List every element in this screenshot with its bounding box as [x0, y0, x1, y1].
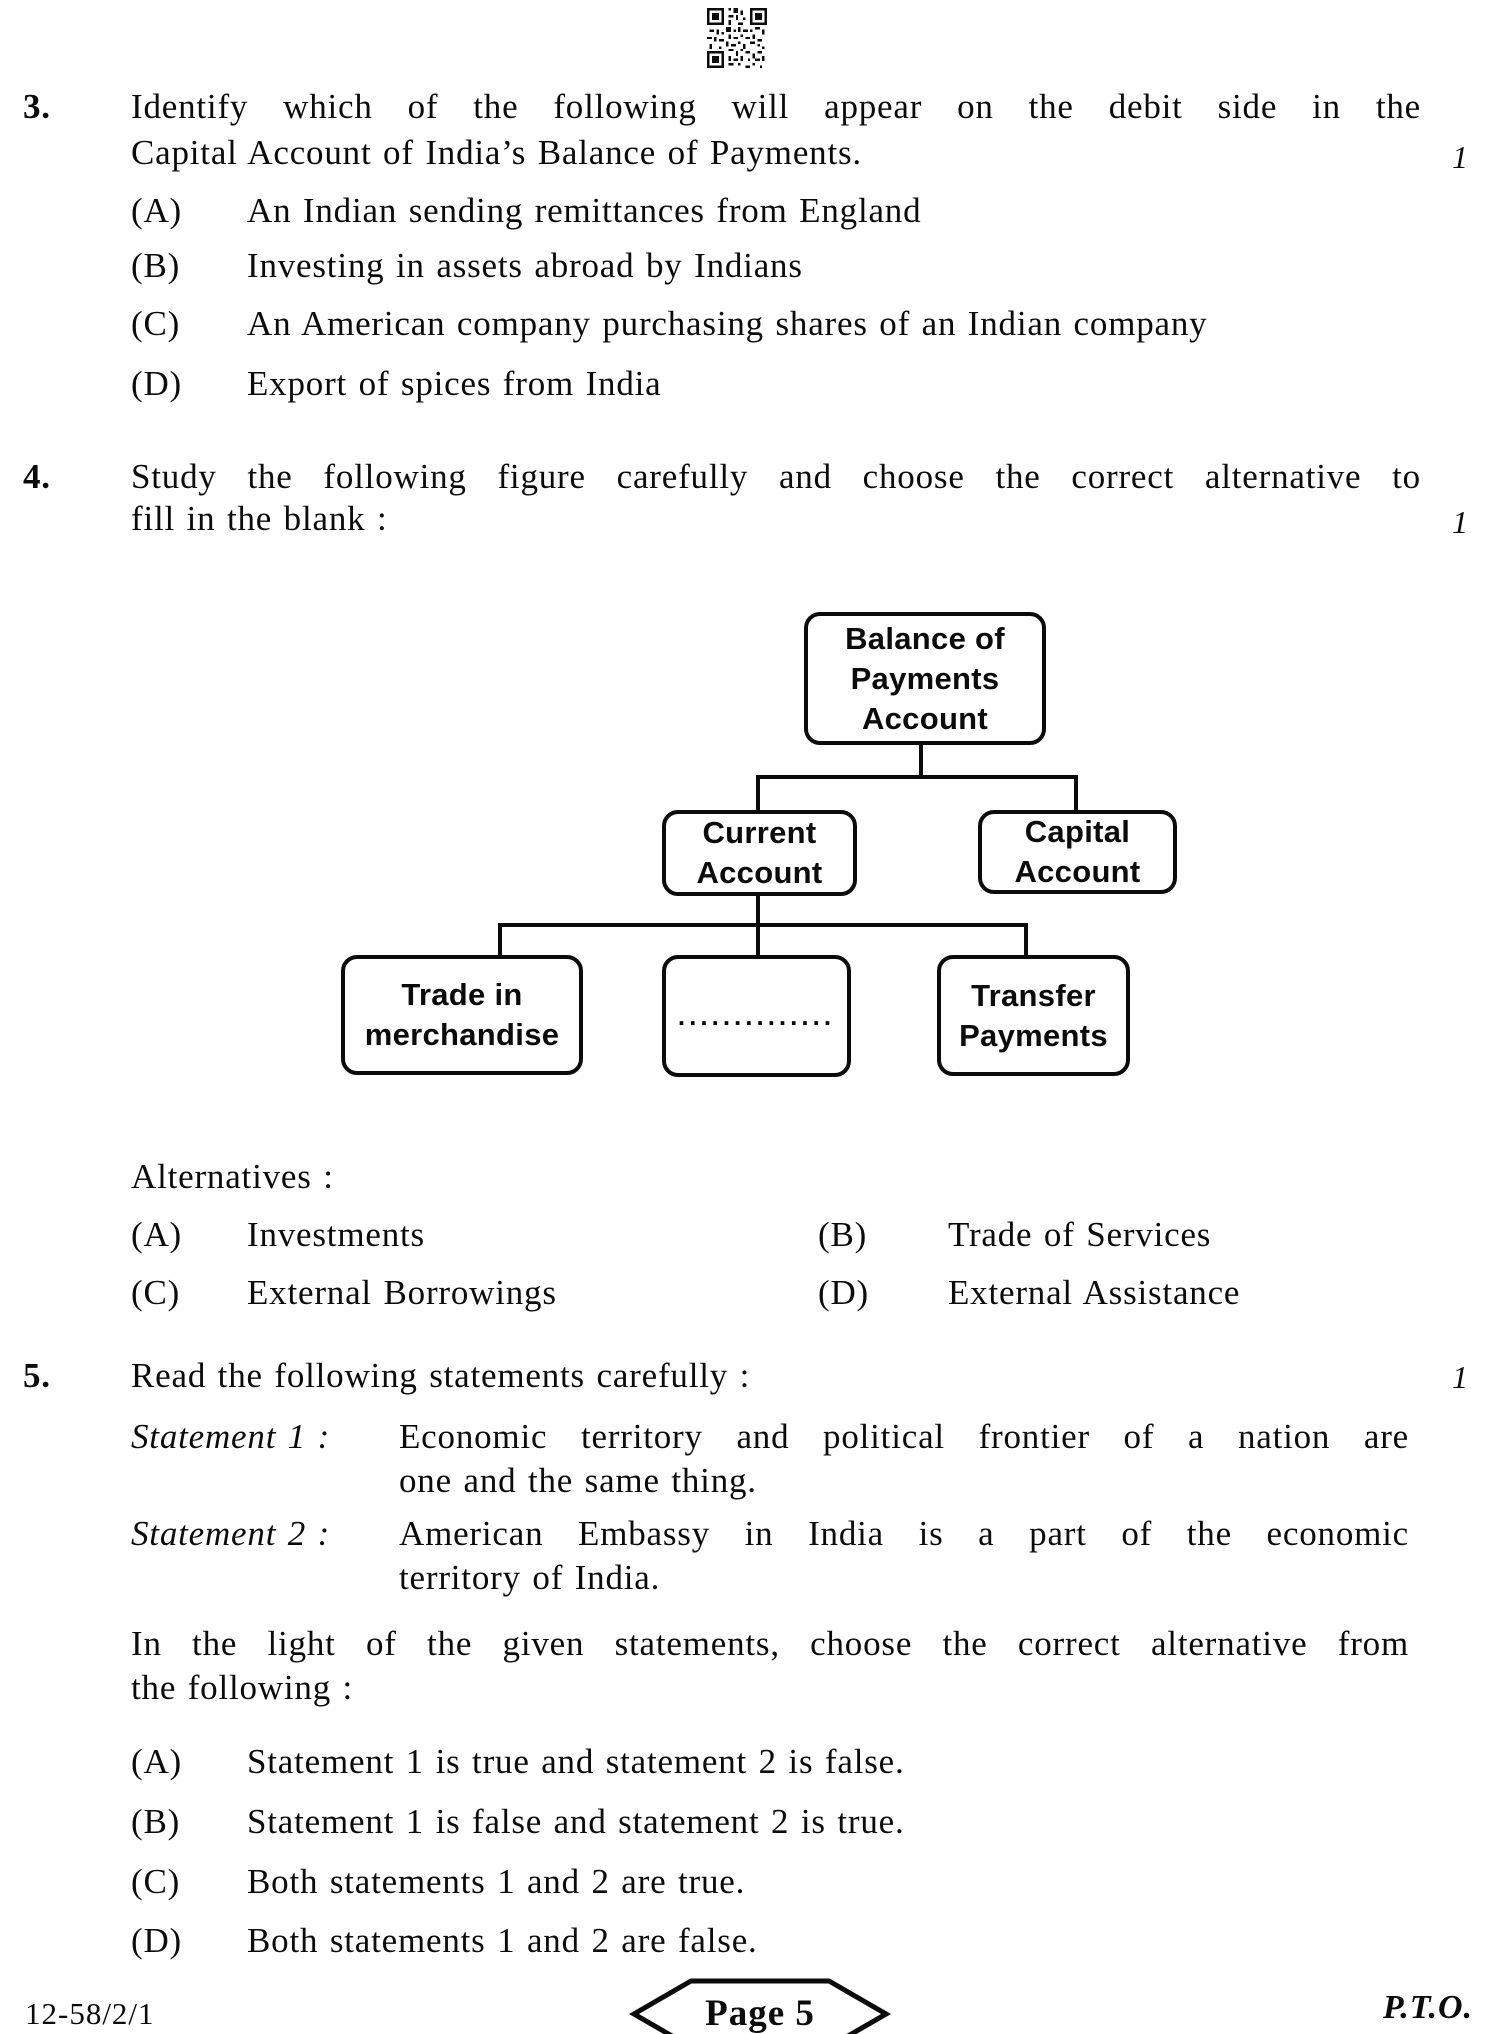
q5-closing-line1: In the light of the given statements, ch… — [131, 1624, 1409, 1663]
figure-connector-drop-transfer — [1024, 923, 1028, 956]
q4-option-a-label: (A) — [131, 1215, 182, 1254]
figure-node-balance-of-payments: Balance of Payments Account — [804, 612, 1046, 745]
q5-statement1-line1: Economic territory and political frontie… — [399, 1417, 1409, 1456]
footer-page-label: Page 5 — [705, 1993, 815, 2034]
footer-paper-code: 12-58/2/1 — [25, 1996, 155, 2031]
q5-option-b-label: (B) — [131, 1802, 181, 1841]
q5-option-d-label: (D) — [131, 1921, 182, 1960]
qr-code-graphic — [707, 8, 767, 68]
q5-statement2-label: Statement 2 : — [131, 1514, 331, 1553]
q3-text-line2: Capital Account of India’s Balance of Pa… — [131, 133, 862, 172]
page-hexagon-shape — [629, 1978, 891, 2034]
q5-option-c-label: (C) — [131, 1862, 181, 1901]
q3-option-d-text: Export of spices from India — [247, 364, 662, 403]
footer-pto: P.T.O. — [1382, 1989, 1473, 2026]
figure-blank-dots: .............. — [677, 1001, 836, 1031]
qr-code — [706, 8, 768, 68]
q5-option-c-text: Both statements 1 and 2 are true. — [247, 1862, 746, 1901]
q3-number: 3. — [23, 87, 51, 126]
q5-option-d-text: Both statements 1 and 2 are false. — [247, 1921, 758, 1960]
figure-node-current-account: Current Account — [662, 810, 857, 896]
figure-connector-drop-trade — [498, 923, 502, 956]
q4-text-line2: fill in the blank : — [131, 499, 388, 538]
q5-statement2-line1: American Embassy in India is a part of t… — [399, 1514, 1409, 1553]
q3-option-d-label: (D) — [131, 364, 182, 403]
q5-option-b-text: Statement 1 is false and statement 2 is … — [247, 1802, 905, 1841]
q3-option-c-text: An American company purchasing shares of… — [247, 304, 1208, 343]
q4-option-c-text: External Borrowings — [247, 1273, 557, 1312]
figure-node-transfer-payments: Transfer Payments — [937, 955, 1130, 1076]
q5-closing-line2: the following : — [131, 1668, 354, 1707]
q4-option-c-label: (C) — [131, 1273, 181, 1312]
figure-connector-drop-current — [756, 775, 760, 812]
q5-statement1-line2: one and the same thing. — [399, 1461, 757, 1500]
q3-option-a-label: (A) — [131, 191, 182, 230]
figure-connector-drop-capital — [1074, 775, 1078, 812]
q3-option-b-label: (B) — [131, 246, 181, 285]
q4-alternatives-label: Alternatives : — [131, 1157, 334, 1196]
figure-node-blank: .............. — [662, 955, 851, 1077]
q5-option-a-label: (A) — [131, 1742, 182, 1781]
figure-connector-vertical-root — [919, 743, 923, 777]
figure-node-trade-in-merchandise: Trade in merchandise — [341, 955, 583, 1075]
figure-connector-vertical-current — [756, 894, 760, 927]
q3-text-line1: Identify which of the following will app… — [131, 87, 1421, 126]
q5-option-a-text: Statement 1 is true and statement 2 is f… — [247, 1742, 905, 1781]
q5-statement2-line2: territory of India. — [399, 1558, 661, 1597]
figure-connector-horizontal-level2 — [756, 775, 1078, 779]
q5-intro: Read the following statements carefully … — [131, 1356, 751, 1395]
q3-option-a-text: An Indian sending remittances from Engla… — [247, 191, 922, 230]
q3-option-b-text: Investing in assets abroad by Indians — [247, 246, 803, 285]
q3-marks: 1 — [1452, 139, 1469, 175]
q5-number: 5. — [23, 1356, 51, 1395]
footer-page-hexagon — [628, 1976, 892, 2034]
q4-option-d-label: (D) — [818, 1273, 869, 1312]
q4-option-b-text: Trade of Services — [948, 1215, 1212, 1254]
q5-statement1-label: Statement 1 : — [131, 1417, 331, 1456]
q4-marks: 1 — [1452, 504, 1469, 540]
figure-node-capital-account: Capital Account — [978, 810, 1177, 894]
figure-connector-drop-blank — [756, 923, 760, 956]
figure-connector-horizontal-level3 — [498, 923, 1028, 927]
q4-option-a-text: Investments — [247, 1215, 425, 1254]
q3-option-c-label: (C) — [131, 304, 181, 343]
q4-number: 4. — [23, 457, 51, 496]
q5-marks: 1 — [1452, 1359, 1469, 1395]
q4-option-b-label: (B) — [818, 1215, 868, 1254]
q4-text-line1: Study the following figure carefully and… — [131, 457, 1421, 496]
q4-option-d-text: External Assistance — [948, 1273, 1241, 1312]
